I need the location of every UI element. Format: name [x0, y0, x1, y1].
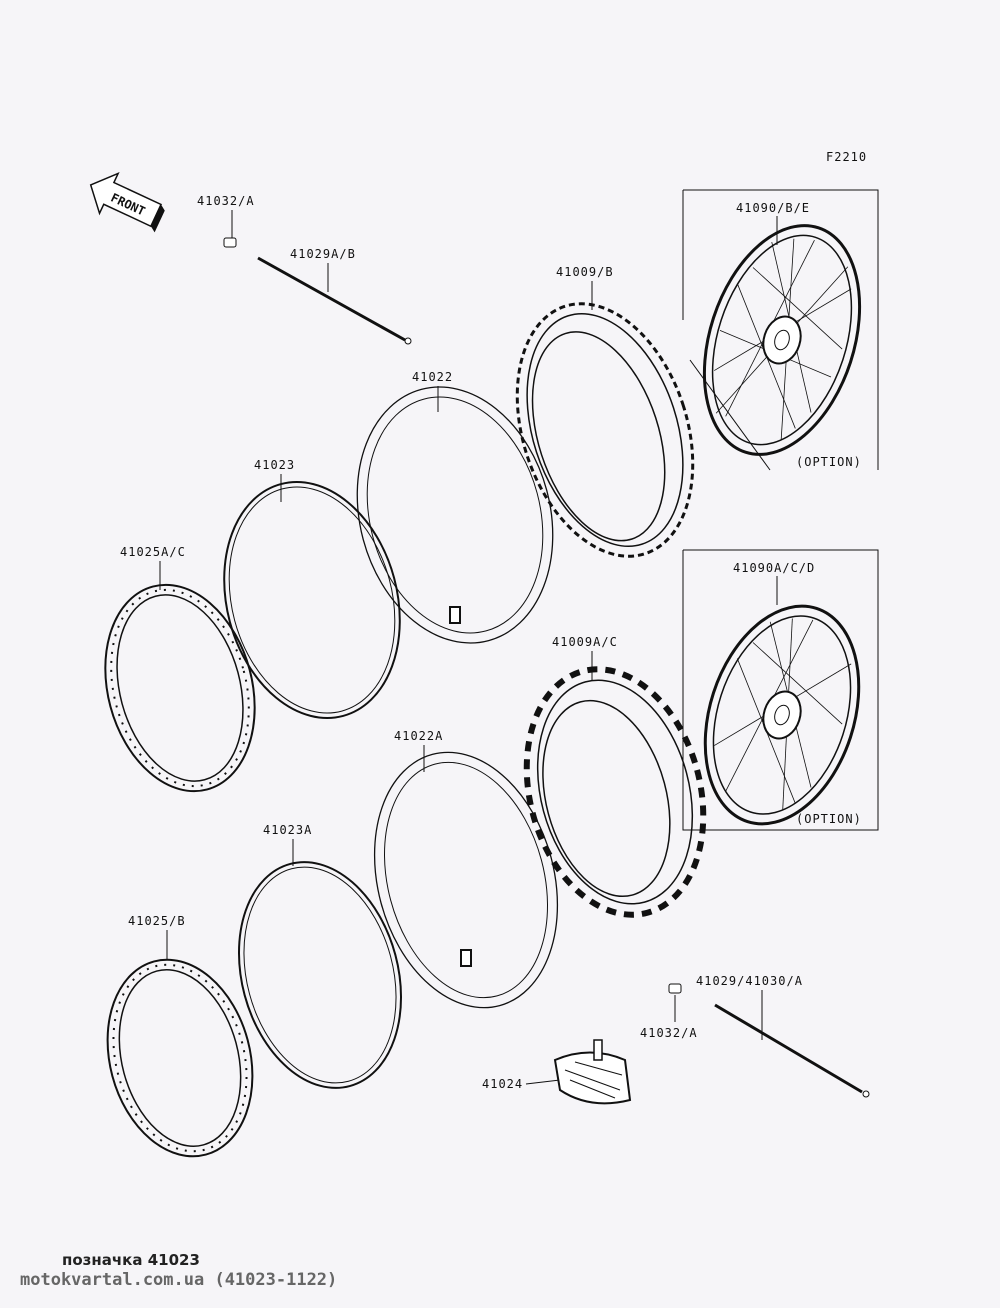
tube-front [356, 386, 554, 644]
label-41029a-b[interactable]: 41029A/B [290, 247, 356, 261]
rim-lock [553, 1039, 632, 1105]
bolt-top [223, 237, 237, 248]
wheel-front [702, 224, 862, 456]
label-41029-41030-a[interactable]: 41029/41030/A [696, 974, 803, 988]
bolt-rear [668, 983, 682, 994]
label-41022a[interactable]: 41022A [394, 729, 443, 743]
tire-rear [523, 666, 707, 918]
option-label-front: (OPTION) [796, 455, 862, 469]
label-41025-b[interactable]: 41025/B [128, 914, 186, 928]
label-41032-a-rear[interactable]: 41032/A [640, 1026, 698, 1040]
valve-front [449, 606, 461, 624]
spoke-rear [714, 1003, 863, 1094]
label-41009-b[interactable]: 41009/B [556, 265, 614, 279]
rim-front [104, 583, 256, 793]
label-41032-a-top[interactable]: 41032/A [197, 194, 255, 208]
label-41090a-c-d[interactable]: 41090A/C/D [733, 561, 815, 575]
label-41090-b-e[interactable]: 41090/B/E [736, 201, 810, 215]
option-label-rear: (OPTION) [796, 812, 862, 826]
rim-band-front [223, 481, 401, 719]
rim-band-rear [237, 861, 403, 1089]
caption: позначка 41023 [62, 1251, 200, 1269]
label-41023a[interactable]: 41023A [263, 823, 312, 837]
spoke-top [257, 256, 406, 342]
site-watermark: motokvartal.com.ua (41023-1122) [20, 1270, 338, 1290]
wheel-rear [703, 604, 861, 826]
option-box-rear [682, 549, 879, 831]
label-41022[interactable]: 41022 [412, 370, 453, 384]
label-41025a-c[interactable]: 41025A/C [120, 545, 186, 559]
diagram-code: F2210 [826, 150, 867, 164]
valve-rear [460, 949, 472, 967]
tire-front [515, 302, 695, 558]
label-41009a-c[interactable]: 41009A/C [552, 635, 618, 649]
label-41023[interactable]: 41023 [254, 458, 295, 472]
label-41024[interactable]: 41024 [482, 1077, 523, 1091]
front-arrow-icon: FRONT [89, 172, 165, 233]
tube-rear [373, 751, 559, 1009]
